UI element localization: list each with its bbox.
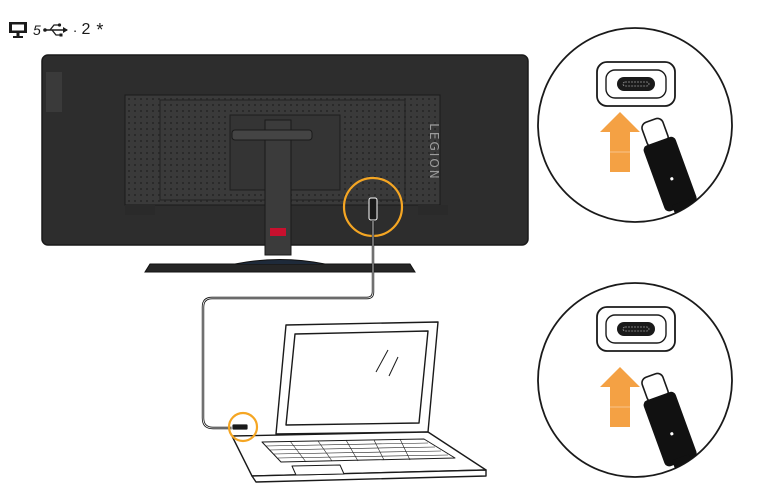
zoom-view-top (537, 27, 733, 223)
connector-quantity: 2 (81, 21, 91, 38)
stand-base (144, 263, 416, 273)
footnote-asterisk: * (96, 19, 104, 40)
usb-port-number: 5 (33, 22, 41, 38)
monitor-side-handle (46, 72, 62, 112)
monitor-rear-view: LEGION (41, 54, 529, 273)
insert-arrow-up (600, 112, 640, 172)
laptop-keyboard (261, 438, 456, 463)
usb-trident-icon (42, 23, 69, 37)
monitor-icon (8, 21, 28, 39)
usb-c-port (596, 61, 676, 107)
usb-c-port (596, 306, 676, 352)
laptop-usb-c-plug (231, 423, 249, 431)
connection-legend: 5 · 2 * (8, 18, 103, 42)
laptop-display (285, 330, 429, 426)
laptop-port-highlight (227, 411, 259, 443)
monitor-usb-c-plug (368, 197, 378, 221)
laptop-touchpad (291, 464, 345, 476)
zoom-view-bottom (537, 282, 733, 478)
laptop (231, 321, 487, 483)
stand-accent-strip (270, 228, 286, 236)
brand-logo: LEGION (427, 123, 441, 181)
legend-separator: · (72, 22, 78, 38)
insert-arrow-up (600, 367, 640, 427)
